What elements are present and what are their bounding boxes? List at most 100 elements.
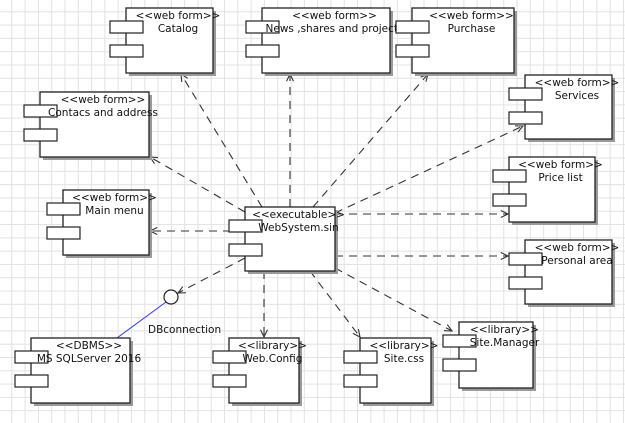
component-price[interactable]: <<web form>>Price list	[492, 156, 603, 225]
component-sitecss[interactable]: <<library>>Site.css	[343, 337, 439, 406]
component-port-icon	[442, 358, 477, 372]
component-box	[125, 7, 214, 74]
component-name: WebSystem.sin	[258, 222, 338, 234]
component-port-icon	[492, 193, 527, 207]
component-box	[524, 74, 613, 140]
component-stereotype: <<library>>	[470, 324, 539, 336]
component-box	[30, 337, 131, 404]
component-box	[411, 7, 515, 74]
dependency-purchase[interactable]	[312, 73, 429, 208]
interface-label: DBconnection	[148, 324, 221, 336]
component-port-icon	[245, 44, 280, 58]
component-port-icon	[442, 334, 477, 348]
component-box	[244, 206, 336, 272]
component-port-icon	[14, 350, 49, 364]
component-name: Site.css	[384, 353, 424, 365]
arrowhead-icon	[500, 252, 510, 260]
component-stereotype: <<library>>	[370, 340, 439, 352]
component-purchase[interactable]: <<web form>>Purchase	[395, 7, 517, 76]
component-port-icon	[23, 128, 58, 142]
component-stereotype: <<web form>>	[535, 77, 620, 89]
component-stereotype: <<DBMS>>	[56, 340, 122, 352]
component-stereotype: <<executable>>	[252, 209, 345, 221]
component-stereotype: <<web form>>	[136, 10, 221, 22]
component-webconfig[interactable]: <<library>>Web.Config	[212, 337, 307, 406]
arrowhead-icon	[260, 329, 268, 339]
component-port-icon	[23, 104, 58, 118]
component-port-icon	[228, 219, 263, 233]
component-box	[524, 239, 613, 305]
component-port-icon	[14, 374, 49, 388]
component-stereotype: <<web form>>	[535, 242, 620, 254]
component-port-icon	[395, 44, 430, 58]
component-port-icon	[212, 374, 247, 388]
component-port-icon	[508, 252, 543, 266]
arrowhead-icon	[176, 286, 187, 294]
component-box	[508, 156, 596, 223]
dependency-news[interactable]	[286, 72, 294, 207]
component-services[interactable]: <<web form>>Services	[508, 74, 620, 142]
dependency-catalog[interactable]	[180, 72, 263, 208]
component-port-icon	[46, 202, 81, 216]
component-box	[62, 189, 150, 256]
component-stereotype: <<web form>>	[292, 10, 377, 22]
component-name: Main menu	[85, 205, 143, 217]
component-name: News ,shares and projects	[266, 23, 404, 35]
component-port-icon	[46, 226, 81, 240]
component-name: Personal area	[541, 255, 612, 267]
component-stereotype: <<library>>	[238, 340, 307, 352]
component-port-icon	[508, 111, 543, 125]
component-name: Catalog	[158, 23, 198, 35]
component-box	[359, 337, 432, 404]
component-name: MS SQLServer 2016	[37, 353, 142, 365]
arrowhead-icon	[352, 329, 361, 339]
component-center[interactable]: <<executable>>WebSystem.sin	[228, 206, 345, 274]
component-box	[39, 91, 150, 158]
component-port-icon	[395, 20, 430, 34]
component-port-icon	[508, 276, 543, 290]
component-port-icon	[109, 20, 144, 34]
dependency-layer	[148, 72, 525, 339]
component-name: Services	[555, 90, 599, 102]
dependency-sitemanager[interactable]	[334, 267, 454, 332]
dependency-contacts[interactable]	[148, 156, 246, 213]
component-port-icon	[343, 350, 378, 364]
component-box	[458, 321, 534, 389]
component-port-icon	[343, 374, 378, 388]
interface-circle-icon[interactable]	[163, 289, 179, 305]
component-sitemanager[interactable]: <<library>>Site.Manager	[442, 321, 540, 391]
dependency-price[interactable]	[335, 210, 510, 218]
dependency-webconfig[interactable]	[260, 271, 268, 339]
component-name: Purchase	[448, 23, 496, 35]
component-box	[228, 337, 300, 404]
component-port-icon	[245, 20, 280, 34]
component-stereotype: <<web form>>	[429, 10, 514, 22]
component-stereotype: <<web form>>	[61, 94, 146, 106]
arrowhead-icon	[514, 125, 525, 133]
component-name: Web.Config	[243, 353, 303, 365]
arrowhead-icon	[443, 324, 454, 332]
component-port-icon	[109, 44, 144, 58]
dependency-sitecss[interactable]	[309, 270, 361, 339]
interface-link	[116, 301, 167, 339]
component-stereotype: <<web form>>	[518, 159, 603, 171]
arrowhead-icon	[500, 210, 510, 218]
component-stereotype: <<web form>>	[72, 192, 157, 204]
component-catalog[interactable]: <<web form>>Catalog	[109, 7, 221, 76]
component-mainmenu[interactable]: <<web form>>Main menu	[46, 189, 157, 258]
dependency-DBconnection[interactable]	[176, 257, 246, 294]
component-personal[interactable]: <<web form>>Personal area	[508, 239, 620, 307]
component-sqlserver[interactable]: <<DBMS>>MS SQLServer 2016	[14, 337, 142, 406]
component-contacts[interactable]: <<web form>>Contacs and address	[23, 91, 158, 160]
component-name: Price list	[538, 172, 582, 184]
component-port-icon	[492, 169, 527, 183]
dependency-personal[interactable]	[335, 252, 510, 260]
dependency-services[interactable]	[334, 125, 525, 214]
component-port-icon	[212, 350, 247, 364]
component-name: Site.Manager	[470, 337, 540, 349]
component-name: Contacs and address	[48, 107, 158, 119]
component-port-icon	[508, 87, 543, 101]
component-news[interactable]: <<web form>>News ,shares and projects	[245, 7, 404, 76]
